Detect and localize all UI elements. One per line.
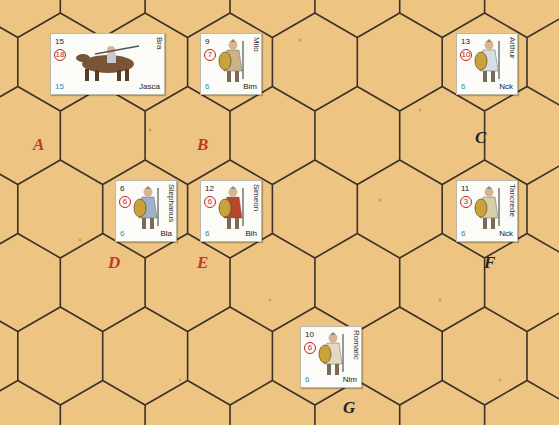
unit-name: Tancrede [508,184,517,217]
ground-speck [149,129,152,132]
move-number: 6 [120,229,124,238]
combat-number: 18 [54,49,66,61]
hex-letter: A [33,135,44,155]
move-number: 6 [305,375,309,384]
unit-name: Romaric [352,330,361,360]
ground-speck [269,299,272,302]
owner-name: Nck [499,229,513,238]
unit-counter: 11 3 6 Nck Tancrede [456,180,518,242]
soldier-figure [472,39,506,83]
unit-name: Bra [155,37,164,49]
owner-name: Nim [343,375,357,384]
combat-number: 6 [304,342,316,354]
strength-number: 12 [205,184,214,193]
unit-name: Stephanus [167,184,176,222]
owner-name: Nck [499,82,513,91]
strength-number: 9 [205,37,209,46]
unit-counter: 151815JascaBra [50,33,165,95]
unit-counter: 666BlaStephanus [115,180,177,242]
combat-number: 7 [204,49,216,61]
strength-number: 6 [120,184,124,193]
unit-name: Simeon [252,184,261,211]
hex-letter: F [484,253,495,273]
hex-letter: B [197,135,208,155]
move-number: 15 [55,82,64,91]
unit-name: Milo [252,37,261,52]
strength-number: 15 [55,37,64,46]
unit-counter: 9 7 6 Bim Milo [200,33,262,95]
strength-number: 10 [305,330,314,339]
soldier-figure [316,332,350,376]
ground-speck [499,379,502,382]
owner-name: Bih [245,229,257,238]
hex-letter: C [475,128,486,148]
ground-speck [379,199,382,202]
owner-name: Jasca [139,82,160,91]
move-number: 6 [205,82,209,91]
move-number: 6 [461,82,465,91]
owner-name: Bla [160,229,172,238]
owner-name: Bim [243,82,257,91]
unit-name: Arthur [508,37,517,59]
soldier-figure [472,186,506,230]
combat-number: 10 [460,49,472,61]
strength-number: 11 [461,184,469,193]
soldier-figure [216,186,250,230]
horseman-figure [75,42,141,84]
hex-letter: E [197,253,208,273]
strength-number: 13 [461,37,470,46]
unit-counter: 1066NimRomaric [300,326,362,388]
ground-speck [439,299,442,302]
ground-speck [179,379,182,382]
hex-letter: D [108,253,120,273]
move-number: 6 [205,229,209,238]
soldier-figure [131,186,165,230]
ground-speck [299,39,302,42]
ground-speck [79,239,82,242]
unit-counter: 13 10 6 Nck Arthur [456,33,518,95]
hex-letter: G [343,398,355,418]
soldier-figure [216,39,250,83]
unit-counter: 1266BihSimeon [200,180,262,242]
move-number: 6 [461,229,465,238]
combat-number: 6 [119,196,131,208]
ground-speck [419,109,422,112]
combat-number: 6 [204,196,216,208]
combat-number: 3 [460,196,472,208]
